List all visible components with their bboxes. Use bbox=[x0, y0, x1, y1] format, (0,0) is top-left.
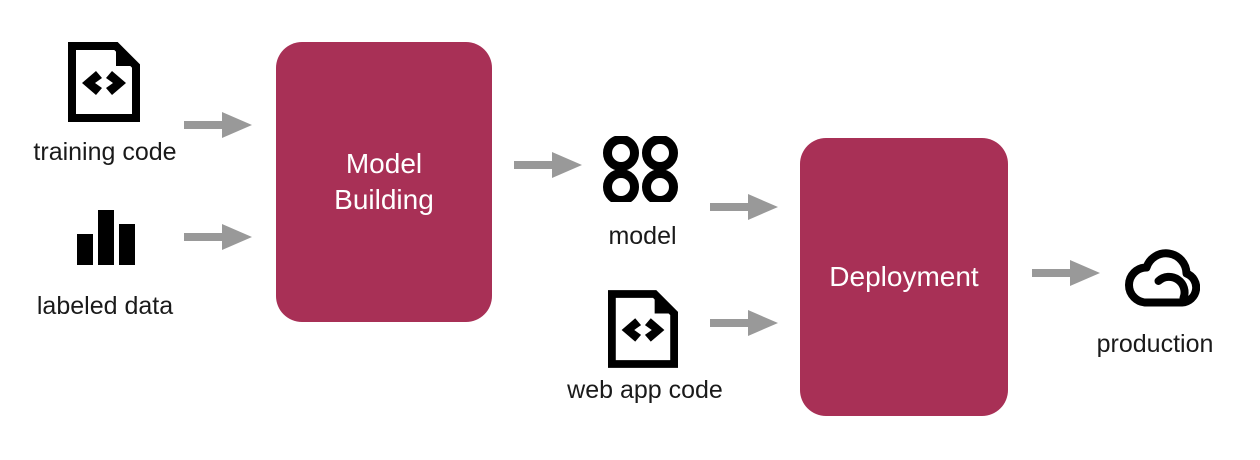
code-file-icon bbox=[608, 290, 678, 368]
production-label: production bbox=[1096, 330, 1214, 358]
model-label: model bbox=[608, 222, 677, 250]
production-icon-wrap bbox=[1122, 246, 1200, 310]
arrow-web-app-code-to-deployment bbox=[710, 308, 778, 343]
arrow-right-icon bbox=[710, 310, 778, 336]
arrow-labeled-data-to-model-building bbox=[184, 222, 252, 257]
bar-chart-icon bbox=[77, 210, 135, 265]
arrow-deployment-to-production bbox=[1032, 258, 1100, 293]
labeled-data-label: labeled data bbox=[36, 292, 174, 320]
arrow-right-icon bbox=[1032, 260, 1100, 286]
stage-deployment[interactable]: Deployment bbox=[800, 138, 1008, 416]
training-code-label: training code bbox=[33, 138, 177, 166]
stage-model-building[interactable]: Model Building bbox=[276, 42, 492, 322]
arrow-right-icon bbox=[184, 224, 252, 250]
arrow-model-to-deployment bbox=[710, 192, 778, 227]
web-app-code-label: web app code bbox=[567, 376, 723, 404]
labeled-data-icon-wrap bbox=[74, 206, 138, 268]
four-circles-icon bbox=[603, 136, 678, 202]
model-icon-wrap bbox=[603, 136, 681, 202]
arrow-model-building-to-model bbox=[514, 150, 582, 185]
stage-deployment-label: Deployment bbox=[829, 261, 979, 293]
stage-model-building-label: Model Building bbox=[334, 148, 434, 215]
arrow-right-icon bbox=[184, 112, 252, 138]
web-app-code-icon-wrap bbox=[608, 290, 678, 368]
arrow-right-icon bbox=[514, 152, 582, 178]
arrow-training-code-to-model-building bbox=[184, 110, 252, 145]
cloud-icon bbox=[1125, 249, 1200, 307]
arrow-right-icon bbox=[710, 194, 778, 220]
training-code-icon-wrap bbox=[68, 42, 140, 122]
code-file-icon bbox=[68, 42, 140, 122]
